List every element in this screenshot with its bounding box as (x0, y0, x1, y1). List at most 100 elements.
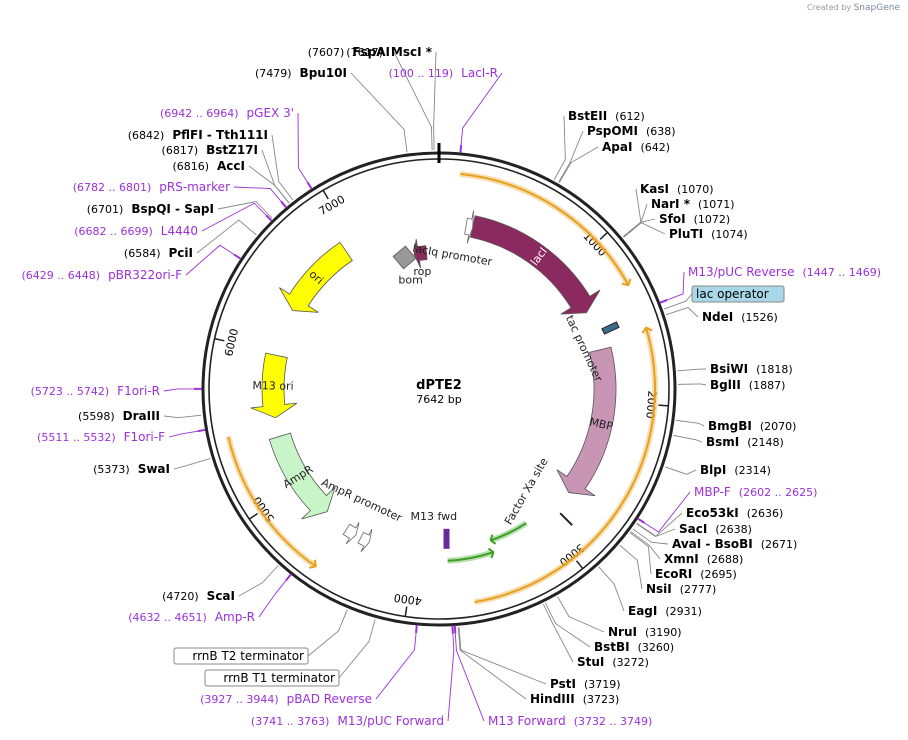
site-pflfi-tth111i: (6842)PflFI - Tth111I (128, 128, 294, 201)
site-nrui: NruI(3190) (557, 596, 682, 639)
site-text: SfoI(1072) (659, 212, 730, 226)
site-laci-r: (100 .. 119)LacI-R (389, 66, 503, 154)
site-location: (638) (646, 125, 676, 138)
site-name: EcoRI (655, 567, 692, 581)
site-avai-bsobi: AvaI - BsoBI(2671) (632, 528, 797, 551)
site-name: BsiWI (710, 362, 748, 376)
site-location: (2931) (665, 605, 702, 618)
site-text: (6942 .. 6964)pGEX 3' (160, 106, 294, 120)
site-leader (619, 544, 643, 590)
site-name: MscI * (391, 45, 433, 59)
site-location: (1887) (749, 379, 786, 392)
orf-ampR-head (308, 559, 317, 569)
site-name: Bpu10I (300, 66, 347, 80)
site-name: PluTI (669, 227, 703, 241)
site-leader (168, 429, 204, 438)
site-location: (2148) (747, 436, 784, 449)
site-text: AvaI - BsoBI(2671) (672, 537, 797, 551)
feature-laci-shape (470, 215, 601, 315)
site-leader (664, 466, 697, 475)
site-location: (100 .. 119) (389, 67, 454, 80)
site-leader (338, 619, 376, 679)
site-m13-puc-reverse: M13/pUC Reverse(1447 .. 1469) (659, 265, 881, 304)
site-apai: ApaI(642) (558, 140, 670, 183)
site-name: Eco53kI (686, 506, 739, 520)
green-arc-1 (447, 551, 494, 562)
site-labels: BstEII(612)PspOMI(638)ApaI(642)KasI(1070… (22, 45, 882, 728)
site-leader (557, 596, 605, 633)
backbone-ring (201, 143, 677, 627)
site-location: (3741 .. 3763) (251, 715, 330, 728)
site-ecori: EcoRI(2695) (629, 532, 737, 581)
watermark: Created by SnapGene (807, 3, 900, 13)
site-ndei: NdeI(1526) (666, 307, 778, 324)
site-bspqi-sapi: (6701)BspQI - SapI (87, 201, 273, 219)
site-name: AvaI - BsoBI (672, 537, 753, 551)
orf-ampR (227, 436, 317, 568)
site-text: XmnI(2688) (664, 552, 743, 566)
site-pbad-reverse: (3927 .. 3944)pBAD Reverse (200, 624, 418, 706)
feature-ampr: AmpR (268, 432, 336, 520)
site-name: L4440 (161, 224, 198, 238)
site-name: BsmI (706, 435, 739, 449)
primer-tick (233, 253, 242, 260)
feature-name: rrnB T2 terminator (192, 649, 304, 663)
site-leader (636, 512, 683, 537)
lacIq-promoter-arrow-shape (464, 210, 474, 244)
site-location: (3732 .. 3749) (574, 715, 653, 728)
site-leader (638, 491, 691, 533)
site-location: (6584) (124, 247, 161, 260)
site-location: (3719) (584, 678, 621, 691)
site-text: BglII(1887) (710, 378, 785, 392)
site-leader (297, 112, 312, 188)
site-text: NsiI(2777) (646, 582, 716, 596)
site-text: rrnB T2 terminator (192, 649, 304, 663)
feature-ori: ori (279, 241, 353, 313)
site-name: BstBI (594, 640, 630, 654)
site-leader (677, 383, 707, 386)
site-leader (661, 271, 685, 303)
watermark-brand: SnapGene (853, 3, 900, 13)
site-pcii: (6584)PciI (124, 219, 257, 260)
site-pbr322ori-f: (6429 .. 6448)pBR322ori-F (22, 244, 242, 282)
tick-2000 (658, 404, 669, 407)
site-text: Eco53kI (2636) (686, 506, 783, 520)
site-text: BsiWI(1818) (710, 362, 793, 376)
site-nsii: NsiI(2777) (619, 544, 716, 596)
primer-tick (637, 517, 645, 524)
site-draiii: (5598)DraIII (78, 409, 202, 423)
site-location: (2636) (747, 507, 784, 520)
site-location: (1447 .. 1469) (803, 266, 882, 279)
inner-label-rop: rop (413, 265, 431, 278)
site-location: (6816) (172, 160, 209, 173)
site-text: (7607)FspAI (308, 45, 390, 59)
site-name: NsiI (646, 582, 672, 596)
lacIq-promoter-arrow (464, 210, 474, 244)
feature-laci: lacI (470, 215, 601, 315)
feature-label-m13-ori: M13 ori (252, 379, 293, 393)
site-leader (675, 419, 705, 427)
inner-label-tac-promoter: tac promoter (563, 313, 605, 384)
site-text: (3927 .. 3944)pBAD Reverse (200, 692, 372, 706)
site-location: (6842) (128, 129, 165, 142)
rop-arrow-shape (413, 238, 428, 269)
site-leader (629, 532, 652, 575)
map-center: dPTE2 7642 bp (416, 378, 462, 406)
site-pluti: PluTI(1074) (623, 222, 748, 241)
site-text: BstBI(3260) (594, 640, 674, 654)
site-text: NruI(3190) (608, 625, 682, 639)
site-pspomi: PspOMI(638) (558, 124, 676, 183)
site-text: M13/pUC Reverse(1447 .. 1469) (688, 265, 881, 279)
site-text: PluTI(1074) (669, 227, 748, 241)
site-text: (5511 .. 5532)F1ori-F (37, 430, 165, 444)
site-location: (7607) (308, 46, 345, 59)
feature-box (691, 285, 785, 303)
site-name: BspQI - SapI (131, 202, 214, 216)
site-text: ApaI(642) (602, 140, 670, 154)
site-name: XmnI (664, 552, 699, 566)
primer-tick (285, 573, 292, 582)
site-leader (393, 51, 433, 151)
site-leader (630, 531, 661, 560)
site-location: (3927 .. 3944) (200, 693, 279, 706)
